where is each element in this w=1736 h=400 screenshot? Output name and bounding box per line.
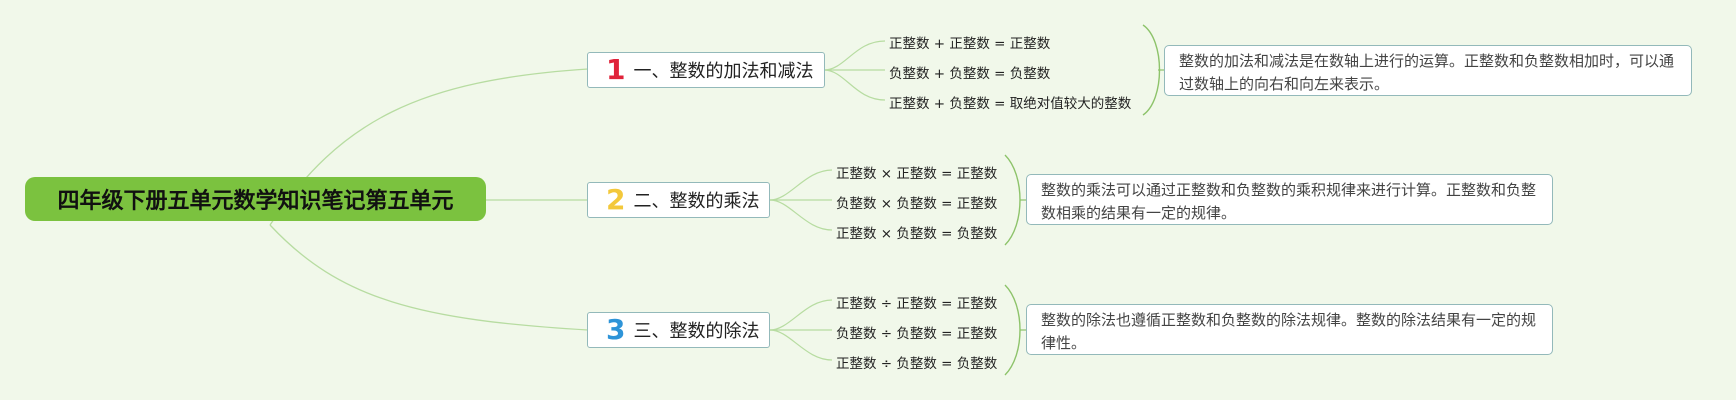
- branch-label-2: 二、整数的乘法: [633, 191, 760, 212]
- connector-b1-item-3: [823, 69, 886, 101]
- root-topic[interactable]: 四年级下册五单元数学知识笔记第五单元: [25, 177, 486, 221]
- branch-2-item-3[interactable]: 正整数 × 负整数 = 负整数: [836, 226, 998, 242]
- branch-number-2: 2: [606, 183, 626, 216]
- connector-b2-item-1: [769, 169, 833, 201]
- branch-3[interactable]: 3 三、整数的除法: [587, 312, 770, 348]
- branch-3-item-1[interactable]: 正整数 ÷ 正整数 = 正整数: [836, 296, 998, 312]
- branch-1-item-3[interactable]: 正整数 + 负整数 = 取绝对值较大的整数: [889, 96, 1132, 112]
- connector-b3-item-3: [769, 329, 833, 361]
- branch-3-item-2[interactable]: 负整数 ÷ 负整数 = 正整数: [836, 326, 998, 342]
- branch-3-item-3[interactable]: 正整数 ÷ 负整数 = 负整数: [836, 356, 998, 372]
- summary-bracket-2: [1004, 154, 1021, 246]
- connector-b2-item-3: [769, 199, 833, 231]
- branch-number-3: 3: [606, 313, 626, 346]
- branch-label-3: 三、整数的除法: [633, 321, 760, 342]
- branch-1-item-1[interactable]: 正整数 + 正整数 = 正整数: [889, 36, 1051, 52]
- branch-2-item-1[interactable]: 正整数 × 正整数 = 正整数: [836, 166, 998, 182]
- branch-1[interactable]: 1 一、整数的加法和减法: [587, 52, 825, 88]
- connector-b3-item-1: [769, 299, 833, 331]
- branch-2[interactable]: 2 二、整数的乘法: [587, 182, 770, 218]
- branch-3-summary[interactable]: 整数的除法也遵循正整数和负整数的除法规律。整数的除法结果有一定的规律性。: [1026, 304, 1553, 355]
- branch-number-1: 1: [606, 53, 626, 86]
- branch-2-item-2[interactable]: 负整数 × 负整数 = 正整数: [836, 196, 998, 212]
- summary-bracket-1: [1142, 24, 1161, 116]
- branch-1-item-2[interactable]: 负整数 + 负整数 = 负整数: [889, 66, 1051, 82]
- summary-bracket-3: [1004, 284, 1021, 376]
- connector-b1-item-1: [823, 40, 886, 71]
- branch-label-1: 一、整数的加法和减法: [633, 61, 814, 82]
- branch-2-summary[interactable]: 整数的乘法可以通过正整数和负整数的乘积规律来进行计算。正整数和负整数相乘的结果有…: [1026, 174, 1553, 225]
- branch-1-summary[interactable]: 整数的加法和减法是在数轴上进行的运算。正整数和负整数相加时，可以通过数轴上的向右…: [1164, 45, 1692, 96]
- connector-root-branch-3: [269, 224, 589, 331]
